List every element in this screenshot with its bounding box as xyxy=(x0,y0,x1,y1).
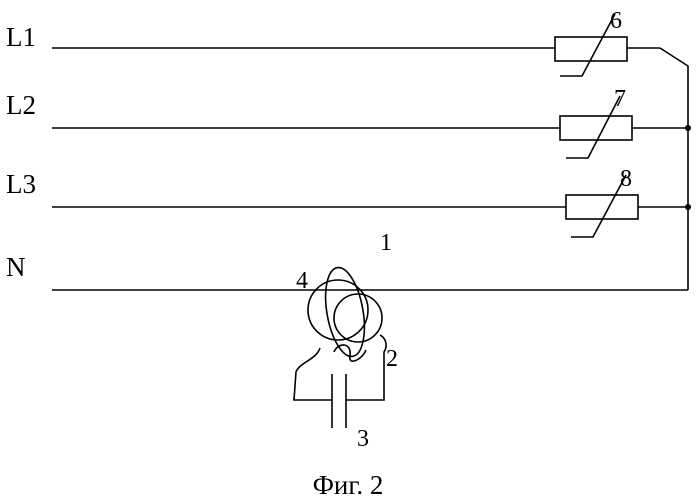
figure-caption: Фиг. 2 xyxy=(313,470,384,500)
ref-6: 6 xyxy=(610,8,622,34)
label-l3: L3 xyxy=(6,169,36,199)
label-n: N xyxy=(6,252,26,282)
ct-coil-circle xyxy=(334,294,382,342)
varistor-8 xyxy=(566,195,638,219)
ct-lead-left xyxy=(294,348,320,400)
ref-2: 2 xyxy=(386,346,398,372)
ref-4: 4 xyxy=(296,268,308,294)
junction-dot-l2 xyxy=(685,125,691,131)
ref-1: 1 xyxy=(380,230,392,256)
ref-7: 7 xyxy=(614,86,626,112)
label-l2: L2 xyxy=(6,90,36,120)
ref-8: 8 xyxy=(620,166,632,192)
label-l1: L1 xyxy=(6,22,36,52)
varistor-8-slash xyxy=(571,175,626,237)
star-bus xyxy=(660,48,688,290)
cap-lead-right xyxy=(346,398,384,400)
ref-3: 3 xyxy=(357,426,369,452)
cap-lead-left xyxy=(294,398,332,400)
junction-dot-l3 xyxy=(685,204,691,210)
varistor-7-slash xyxy=(566,96,620,158)
varistor-6-slash xyxy=(560,14,615,76)
varistor-7 xyxy=(560,116,632,140)
